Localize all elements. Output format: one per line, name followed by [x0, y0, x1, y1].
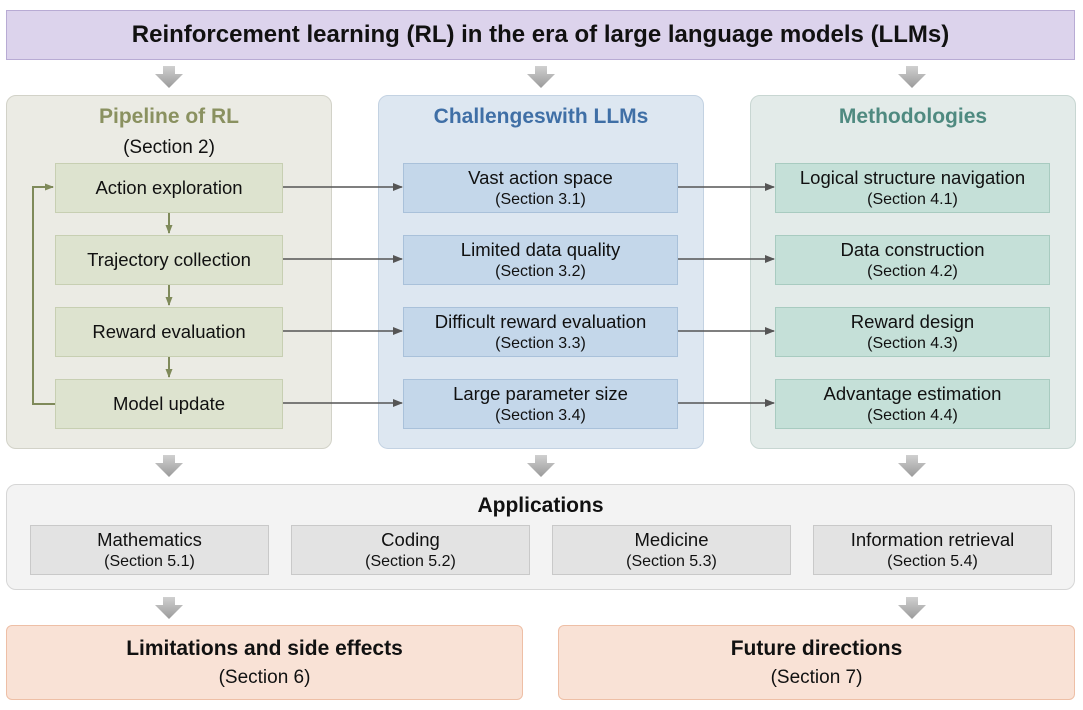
pipeline-step-action-exploration: Action exploration [55, 163, 283, 213]
method-data-construction: Data construction(Section 4.2) [775, 235, 1050, 285]
pipeline-title: Pipeline of RL [98, 105, 239, 128]
challenge-vast-action-space: Vast action space(Section 3.1) [403, 163, 678, 213]
diagram-title: Reinforcement learning (RL) in the era o… [6, 10, 1075, 60]
methodologies-title: Methodologies [838, 105, 988, 128]
pipeline-step-trajectory-collection: Trajectory collection [55, 235, 283, 285]
application-information-retrieval: Information retrieval(Section 5.4) [813, 525, 1052, 575]
down-arrow-applications-future [898, 597, 926, 619]
pipeline-section: (Section 2) [123, 137, 215, 158]
application-coding: Coding(Section 5.2) [291, 525, 530, 575]
challenges-title: Challengeswith LLMs [433, 105, 649, 128]
down-arrow-title-challenges [527, 66, 555, 88]
applications-title: Applications [477, 494, 604, 517]
application-mathematics: Mathematics(Section 5.1) [30, 525, 269, 575]
down-arrow-applications-limitations [155, 597, 183, 619]
challenge-limited-data-quality: Limited data quality(Section 3.2) [403, 235, 678, 285]
down-arrow-pipeline-applications [155, 455, 183, 477]
down-arrow-methodologies-applications [898, 455, 926, 477]
down-arrow-title-methodologies [898, 66, 926, 88]
future-directions-box: Future directions(Section 7) [558, 625, 1075, 700]
method-reward-design: Reward design(Section 4.3) [775, 307, 1050, 357]
limitations-box: Limitations and side effects(Section 6) [6, 625, 523, 700]
application-medicine: Medicine(Section 5.3) [552, 525, 791, 575]
challenge-large-parameter-size: Large parameter size(Section 3.4) [403, 379, 678, 429]
down-arrow-challenges-applications [527, 455, 555, 477]
challenge-difficult-reward-evaluation: Difficult reward evaluation(Section 3.3) [403, 307, 678, 357]
down-arrow-title-pipeline [155, 66, 183, 88]
method-logical-structure-navigation: Logical structure navigation(Section 4.1… [775, 163, 1050, 213]
pipeline-step-model-update: Model update [55, 379, 283, 429]
pipeline-step-reward-evaluation: Reward evaluation [55, 307, 283, 357]
loop-back-arrow [32, 183, 55, 405]
method-advantage-estimation: Advantage estimation(Section 4.4) [775, 379, 1050, 429]
